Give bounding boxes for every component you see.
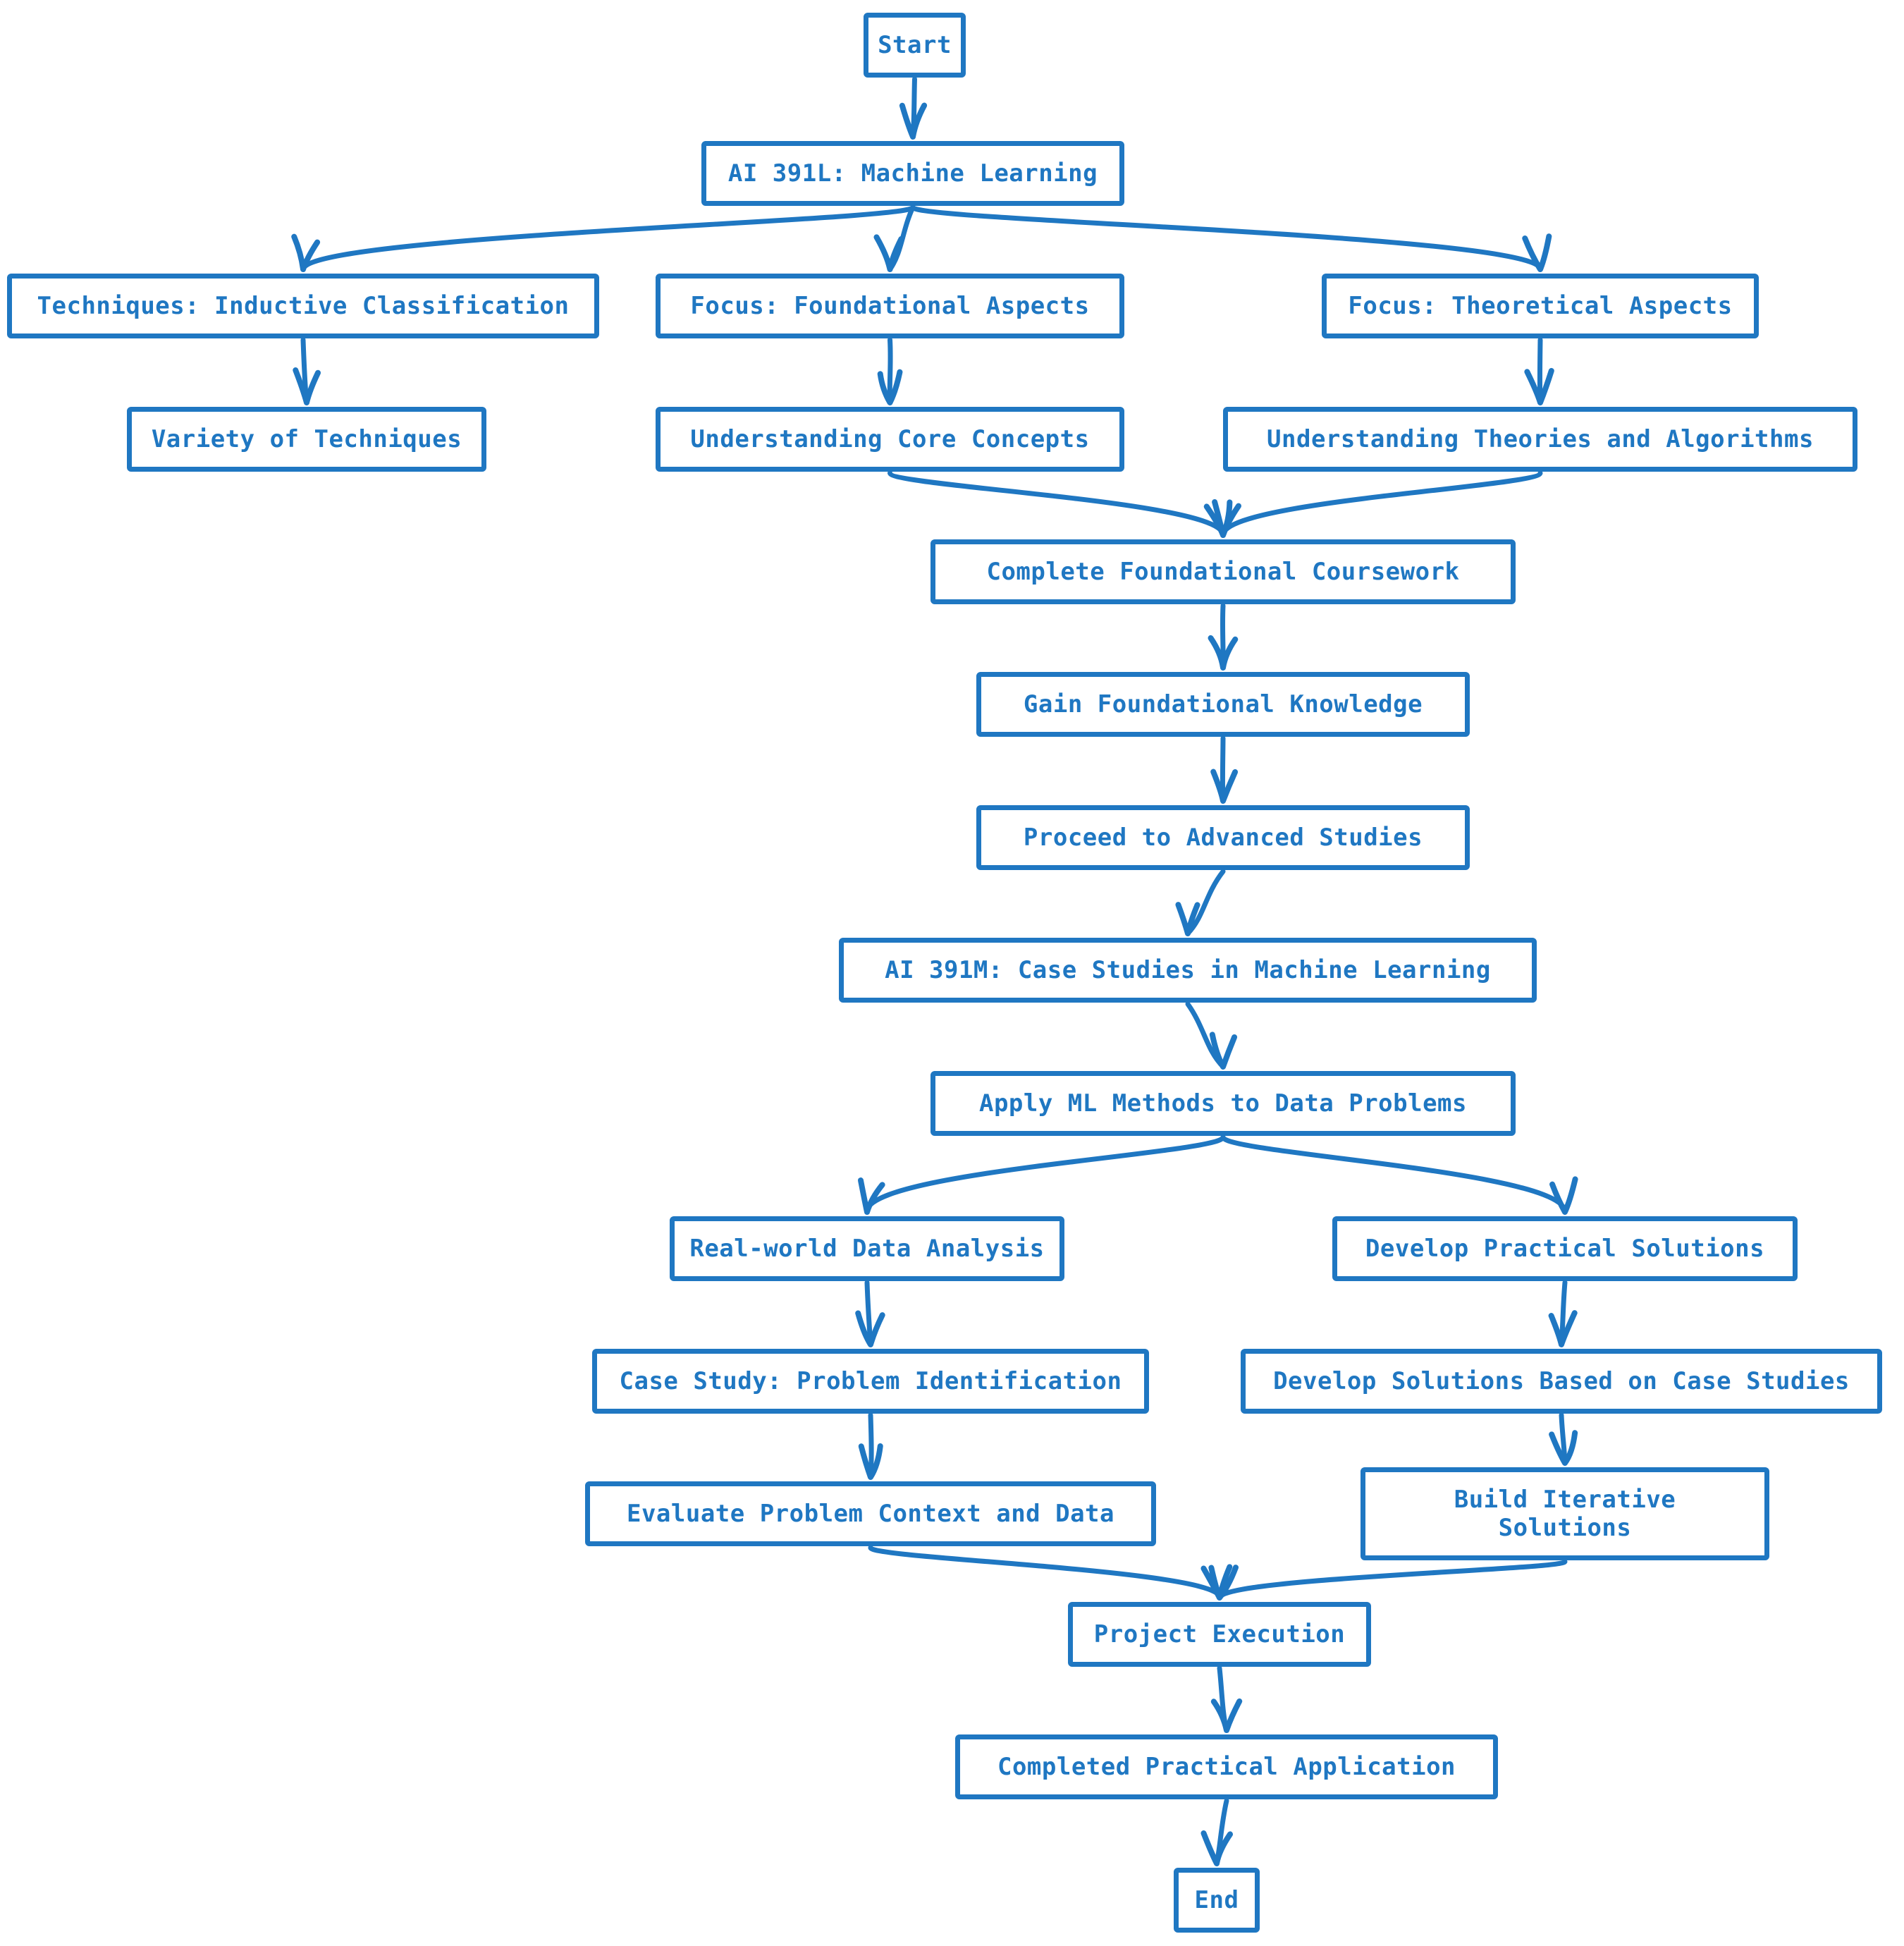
edge-line — [1209, 1032, 1238, 1070]
edge-line — [1210, 1698, 1243, 1733]
edge-line — [1185, 869, 1226, 936]
node-label: Project Execution — [1093, 1620, 1346, 1648]
node-techniques[interactable]: Techniques: Inductive Classification — [7, 274, 599, 338]
node-label: Understanding Theories and Algorithms — [1267, 424, 1814, 453]
edge-line — [864, 1134, 1226, 1215]
node-theories[interactable]: Understanding Theories and Algorithms — [1223, 407, 1857, 472]
edge-line — [858, 1443, 883, 1480]
node-gain[interactable]: Gain Foundational Knowledge — [976, 672, 1470, 737]
node-label: Focus: Foundational Aspects — [690, 291, 1090, 320]
edge-line — [1208, 1565, 1239, 1601]
node-label: End — [1194, 1885, 1239, 1914]
edge-line — [1549, 1430, 1578, 1466]
node-label: Real-world Data Analysis — [689, 1234, 1045, 1263]
node-casestudy[interactable]: Case Study: Problem Identification — [592, 1349, 1149, 1414]
edge-line — [293, 367, 321, 405]
edge-line — [868, 1545, 1222, 1601]
node-label: Build Iterative Solutions — [1454, 1485, 1676, 1542]
edge-line — [887, 470, 1226, 538]
node-label: AI 391L: Machine Learning — [727, 159, 1098, 188]
node-realworld[interactable]: Real-world Data Analysis — [670, 1216, 1064, 1281]
node-label: Develop Practical Solutions — [1365, 1234, 1765, 1263]
node-label: Proceed to Advanced Studies — [1023, 823, 1423, 852]
edge-line — [1522, 233, 1552, 272]
node-label: Completed Practical Application — [997, 1752, 1456, 1781]
node-label: Evaluate Problem Context and Data — [626, 1499, 1114, 1528]
node-label: Start — [878, 30, 952, 59]
node-advanced[interactable]: Proceed to Advanced Studies — [976, 805, 1470, 870]
node-ai391l[interactable]: AI 391L: Machine Learning — [701, 141, 1124, 206]
edge-line — [300, 204, 916, 272]
node-label: Focus: Theoretical Aspects — [1348, 291, 1733, 320]
edge-line — [1220, 1134, 1568, 1215]
edge-line — [1524, 367, 1554, 405]
edge-line — [1175, 902, 1200, 936]
edge-line — [1200, 1830, 1234, 1866]
edge-line — [1220, 470, 1543, 538]
edge-line — [1212, 499, 1241, 538]
node-label: Apply ML Methods to Data Problems — [978, 1089, 1467, 1118]
node-applyml[interactable]: Apply ML Methods to Data Problems — [930, 1071, 1516, 1136]
edge-line — [899, 102, 928, 140]
node-label: Variety of Techniques — [151, 424, 462, 453]
edge-line — [857, 1177, 885, 1215]
node-theoretical[interactable]: Focus: Theoretical Aspects — [1322, 274, 1759, 338]
node-coreconcepts[interactable]: Understanding Core Concepts — [656, 407, 1124, 472]
node-completed[interactable]: Completed Practical Application — [955, 1734, 1498, 1799]
edge-line — [1210, 769, 1239, 804]
node-solutions[interactable]: Develop Solutions Based on Case Studies — [1241, 1349, 1882, 1414]
node-label: AI 391M: Case Studies in Machine Learnin… — [885, 955, 1491, 984]
node-iterative[interactable]: Build Iterative Solutions — [1361, 1467, 1769, 1560]
node-foundational[interactable]: Focus: Foundational Aspects — [656, 274, 1124, 338]
node-evaluate[interactable]: Evaluate Problem Context and Data — [585, 1481, 1156, 1546]
node-end[interactable]: End — [1174, 1868, 1260, 1933]
node-label: Develop Solutions Based on Case Studies — [1273, 1366, 1850, 1395]
edge-line — [910, 204, 1543, 272]
edge-line — [877, 369, 903, 405]
edge-line — [1549, 1176, 1578, 1215]
node-label: Case Study: Problem Identification — [619, 1366, 1122, 1395]
edge-line — [855, 1310, 885, 1347]
edge-line — [291, 233, 321, 272]
node-ai391m[interactable]: AI 391M: Case Studies in Machine Learnin… — [839, 938, 1537, 1003]
edge-line — [873, 234, 904, 272]
node-start[interactable]: Start — [864, 13, 966, 78]
node-practical[interactable]: Develop Practical Solutions — [1332, 1216, 1798, 1281]
node-label: Gain Foundational Knowledge — [1023, 690, 1423, 718]
node-label: Techniques: Inductive Classification — [37, 291, 570, 320]
node-label: Complete Foundational Coursework — [986, 557, 1460, 586]
edge-line — [1548, 1310, 1578, 1347]
node-label: Understanding Core Concepts — [690, 424, 1090, 453]
node-coursework[interactable]: Complete Foundational Coursework — [930, 539, 1516, 604]
node-projectexec[interactable]: Project Execution — [1068, 1602, 1371, 1667]
edge-line — [1217, 1559, 1568, 1601]
node-variety[interactable]: Variety of Techniques — [127, 407, 486, 472]
edge-line — [1208, 635, 1239, 671]
